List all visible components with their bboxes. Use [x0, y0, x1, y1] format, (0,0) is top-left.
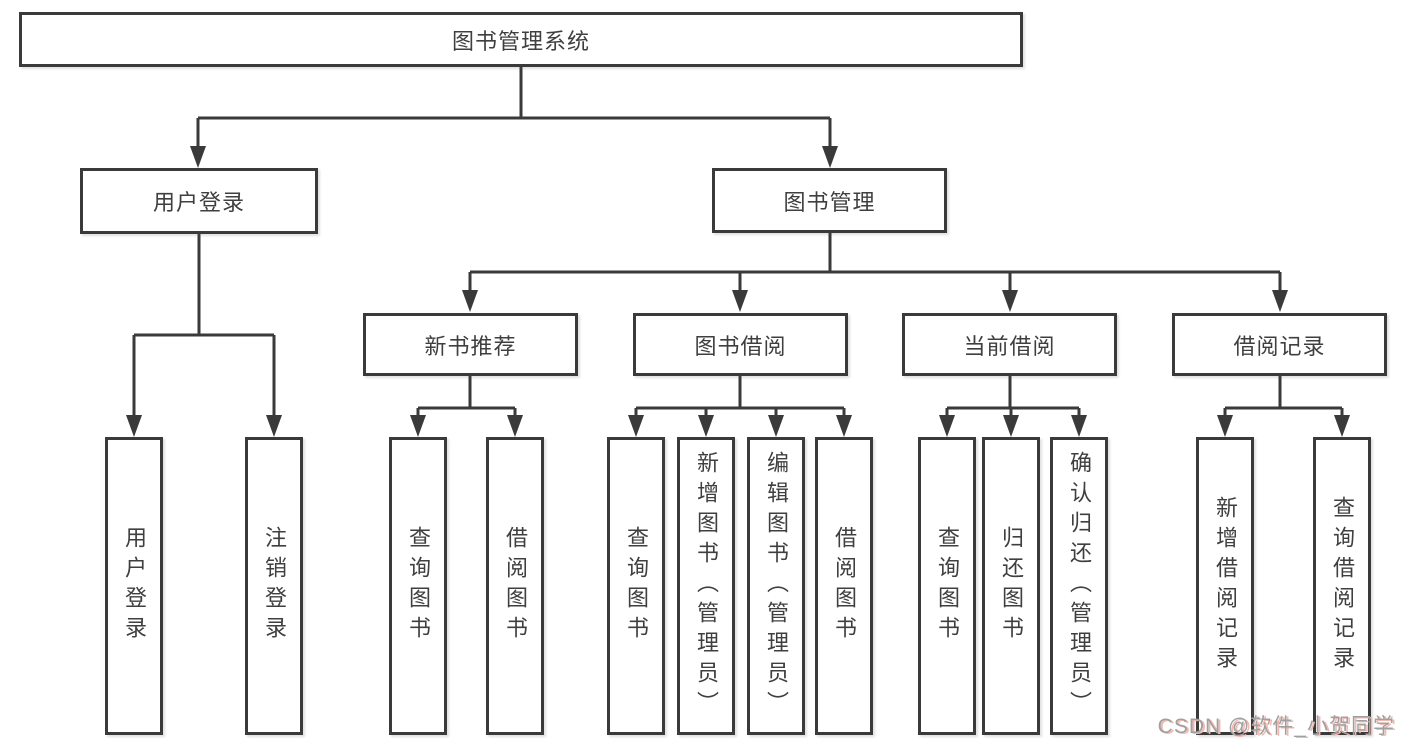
- leaf-current-query-books-label: 查询图书: [935, 526, 960, 646]
- node-book-borrowing: 图书借阅: [633, 313, 848, 376]
- node-current-borrowing-label: 当前借阅: [963, 333, 1056, 359]
- leaf-logout: 注销登录: [245, 437, 303, 735]
- leaf-borrowing-add-books-admin: 新增图书（管理员）: [677, 437, 735, 735]
- leaf-records-query-record: 查询借阅记录: [1313, 437, 1371, 735]
- node-book-management: 图书管理: [712, 168, 947, 233]
- node-borrowing-records: 借阅记录: [1172, 313, 1387, 376]
- leaf-borrowing-query-books: 查询图书: [607, 437, 665, 735]
- leaf-records-add-record-label: 新增借阅记录: [1213, 496, 1238, 676]
- leaf-borrowing-query-books-label: 查询图书: [624, 526, 649, 646]
- node-user-login: 用户登录: [80, 168, 318, 234]
- leaf-current-confirm-return-admin: 确认归还（管理员）: [1050, 437, 1108, 735]
- leaf-recommend-query-books-label: 查询图书: [406, 526, 431, 646]
- leaf-recommend-query-books: 查询图书: [389, 437, 447, 735]
- leaf-current-return-books-label: 归还图书: [999, 526, 1024, 646]
- leaf-borrowing-borrow-books: 借阅图书: [815, 437, 873, 735]
- node-root-label: 图书管理系统: [451, 28, 590, 54]
- csdn-watermark: CSDN @软件_小贺同学: [1157, 715, 1395, 738]
- leaf-borrowing-edit-books-admin-label: 编辑图书（管理员）: [764, 451, 789, 721]
- leaf-current-return-books: 归还图书: [982, 437, 1040, 735]
- leaf-user-login-label: 用户登录: [122, 526, 147, 646]
- leaf-user-login: 用户登录: [105, 437, 163, 735]
- leaf-borrowing-edit-books-admin: 编辑图书（管理员）: [747, 437, 805, 735]
- leaf-logout-label: 注销登录: [262, 526, 287, 646]
- node-user-login-label: 用户登录: [152, 190, 245, 215]
- node-new-book-recommend: 新书推荐: [363, 313, 578, 376]
- leaf-borrowing-borrow-books-label: 借阅图书: [832, 526, 857, 646]
- node-book-borrowing-label: 图书借阅: [694, 333, 787, 359]
- leaf-recommend-borrow-books: 借阅图书: [486, 437, 544, 735]
- node-root: 图书管理系统: [19, 12, 1023, 67]
- node-current-borrowing: 当前借阅: [902, 313, 1117, 376]
- leaf-current-query-books: 查询图书: [918, 437, 976, 735]
- leaf-records-query-record-label: 查询借阅记录: [1330, 496, 1355, 676]
- leaf-current-confirm-return-admin-label: 确认归还（管理员）: [1067, 451, 1092, 721]
- leaf-borrowing-add-books-admin-label: 新增图书（管理员）: [694, 451, 719, 721]
- leaf-records-add-record: 新增借阅记录: [1196, 437, 1254, 735]
- node-borrowing-records-label: 借阅记录: [1233, 333, 1326, 359]
- node-book-management-label: 图书管理: [783, 189, 876, 215]
- leaf-recommend-borrow-books-label: 借阅图书: [503, 526, 528, 646]
- node-new-book-recommend-label: 新书推荐: [424, 333, 517, 359]
